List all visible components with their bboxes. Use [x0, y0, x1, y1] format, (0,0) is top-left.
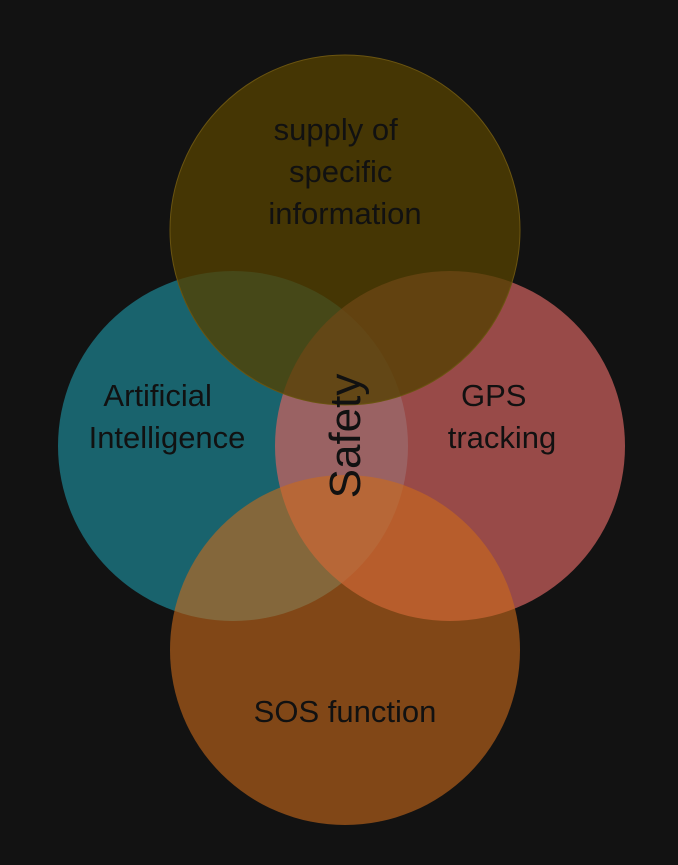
label-artificial-intelligence: Artificial Intelligence — [89, 378, 246, 455]
label-supply-of-specific-information: supply of specific information — [268, 112, 421, 231]
label-gps-tracking: GPS tracking — [448, 378, 557, 455]
center-label-safety: Safety — [321, 374, 370, 499]
circle-sos-function — [170, 475, 520, 825]
circle-supply-of-specific-information — [169, 54, 521, 406]
label-sos-function: SOS function — [254, 694, 437, 729]
